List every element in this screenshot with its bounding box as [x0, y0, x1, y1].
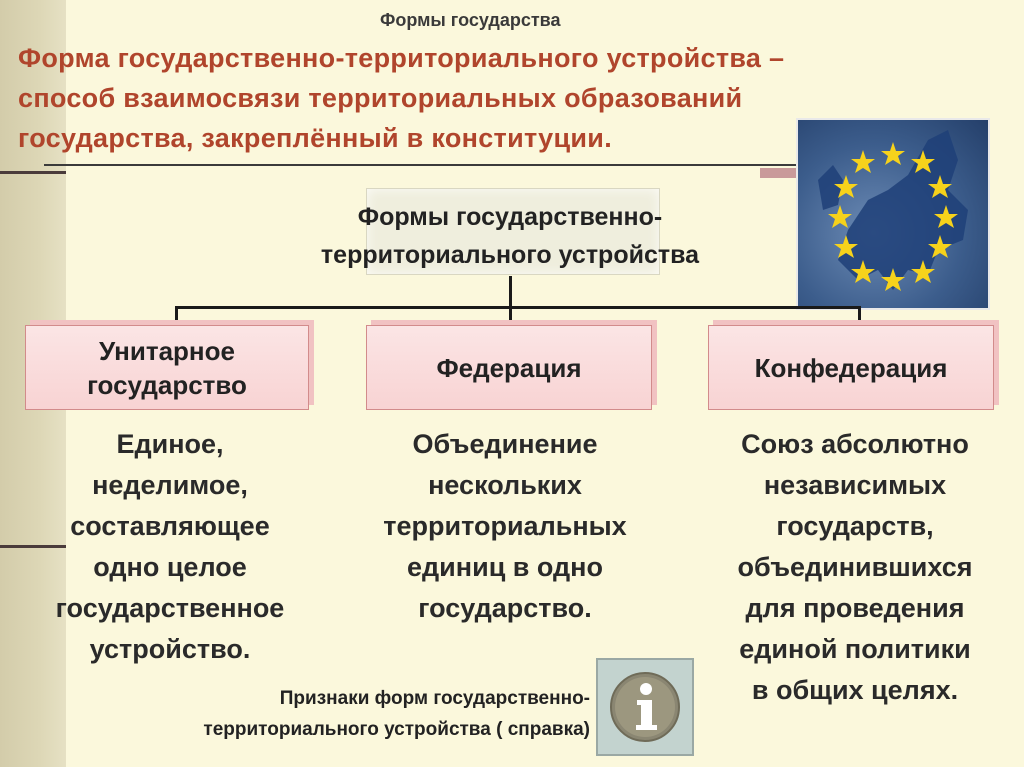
form-label-line: Унитарное — [98, 335, 235, 366]
slide-pre-title: Формы государства — [380, 10, 561, 30]
confederation-box: Конфедерация — [708, 325, 994, 410]
unitary-state-description: Единое, неделимое, составляющее одно цел… — [20, 424, 320, 670]
description-line: государство. — [418, 593, 592, 623]
description-line: устройство. — [89, 634, 251, 664]
federation-box: Федерация — [366, 325, 652, 410]
form-label-line: Конфедерация — [754, 352, 948, 383]
strip-divider-bottom — [0, 545, 66, 548]
description-line: в общих целях. — [751, 675, 959, 705]
description-line: независимых — [763, 470, 947, 500]
connector-left — [175, 306, 178, 326]
description-line: единиц в одно — [407, 552, 603, 582]
description-line: составляющее — [70, 511, 270, 541]
header-rule-accent — [760, 168, 800, 178]
eu-stars — [828, 142, 958, 291]
description-line: одно целое — [93, 552, 247, 582]
info-line: территориального устройства ( справка) — [203, 719, 590, 740]
description-line: Объединение — [412, 429, 598, 459]
description-line: неделимое, — [92, 470, 248, 500]
eu-map-icon — [818, 130, 968, 291]
form-label-line: Федерация — [436, 352, 582, 383]
connector-vertical — [509, 276, 512, 308]
description-line: нескольких — [428, 470, 582, 500]
diagram-center-label: Формы государственно- территориального у… — [230, 198, 790, 274]
description-line: государств, — [776, 511, 934, 541]
connector-horizontal — [175, 306, 861, 309]
description-line: единой политики — [739, 634, 971, 664]
connector-center — [509, 306, 512, 326]
header-rule — [44, 164, 804, 166]
description-line: для проведения — [745, 593, 965, 623]
form-label-line: государство — [87, 369, 247, 400]
info-icon — [610, 672, 680, 742]
eu-map-image — [796, 118, 990, 310]
federation-description: Объединение нескольких территориальных е… — [345, 424, 665, 629]
definition-text: Форма государственно-территориального ус… — [18, 38, 978, 158]
info-line: Признаки форм государственно- — [279, 688, 590, 709]
strip-divider-top — [0, 171, 66, 174]
center-label-line: территориального устройства — [320, 241, 700, 269]
definition-line: Форма государственно-территориального ус… — [18, 43, 785, 73]
definition-line: государства, закреплённый в конституции. — [18, 123, 612, 153]
description-line: государственное — [55, 593, 285, 623]
center-box — [366, 188, 660, 275]
confederation-description: Союз абсолютно независимых государств, о… — [700, 424, 1010, 711]
description-line: Единое, — [116, 429, 224, 459]
unitary-state-box: Унитарное государство — [25, 325, 309, 410]
connector-right — [858, 306, 861, 326]
description-line: Союз абсолютно — [741, 429, 969, 459]
center-label-line: Формы государственно- — [357, 203, 663, 231]
info-link-text[interactable]: Признаки форм государственно- территориа… — [60, 683, 590, 745]
definition-line: способ взаимосвязи территориальных образ… — [18, 83, 743, 113]
info-button[interactable] — [596, 658, 694, 756]
description-line: территориальных — [383, 511, 627, 541]
description-line: объединившихся — [737, 552, 973, 582]
